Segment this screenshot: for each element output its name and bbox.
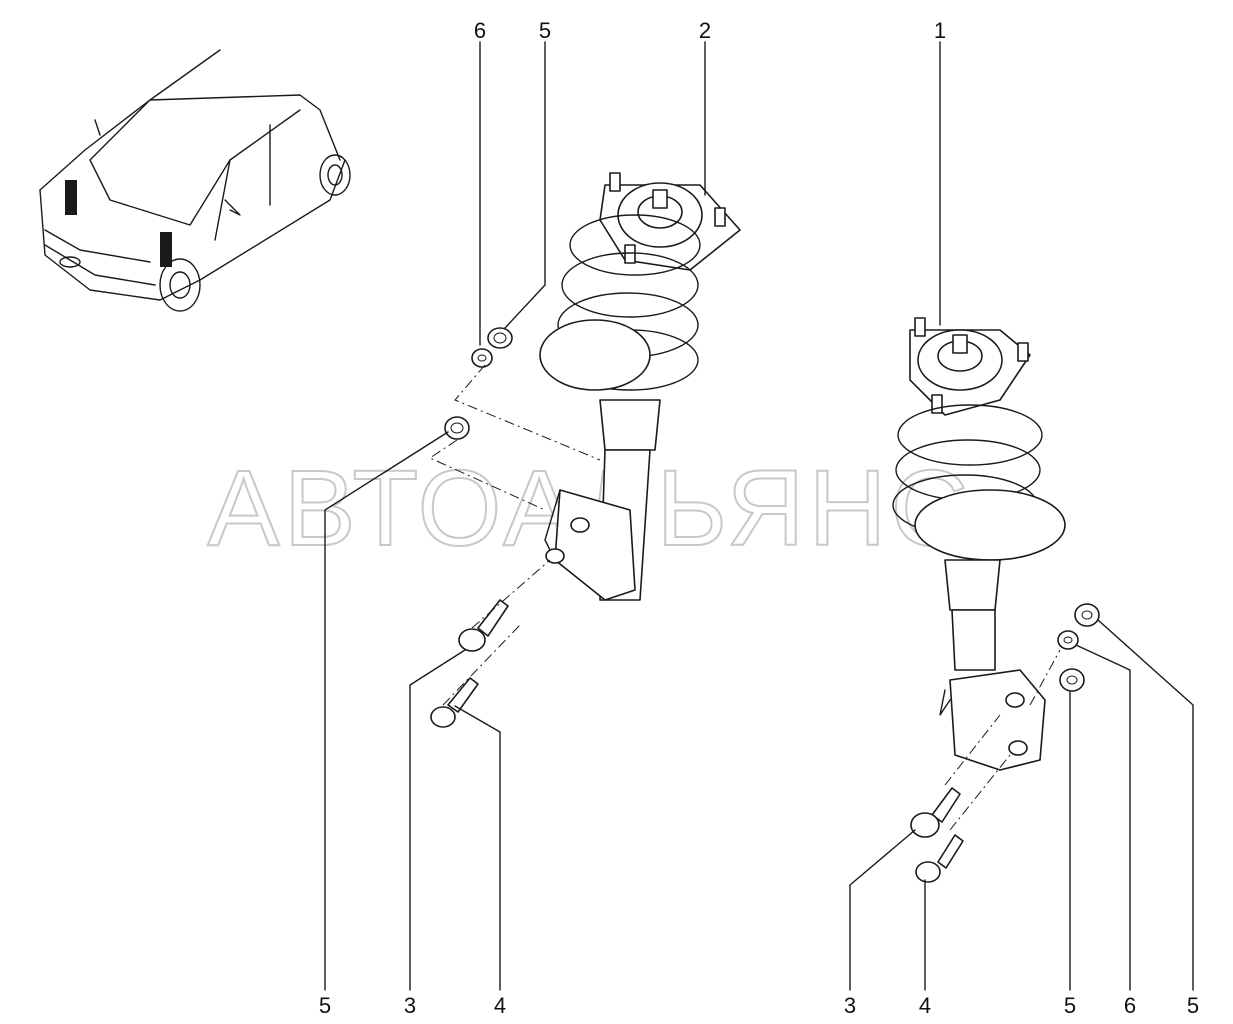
callout-4-left: 4 [494, 993, 506, 1018]
callout-2: 2 [699, 18, 711, 43]
front-strut-left-marker-icon [65, 180, 77, 215]
callout-5-right-a: 5 [1064, 993, 1076, 1018]
callout-5-bottom-left: 5 [319, 993, 331, 1018]
callout-6-right: 6 [1124, 993, 1136, 1018]
callout-3-right: 3 [844, 993, 856, 1018]
callout-labels: 6 5 2 1 5 3 4 3 4 5 6 5 [319, 18, 1199, 1018]
fasteners-right [910, 603, 1100, 883]
front-strut-right-marker-icon [160, 232, 172, 267]
callout-1: 1 [934, 18, 946, 43]
callout-3-left: 3 [404, 993, 416, 1018]
assembly-center-lines [428, 364, 1061, 831]
fasteners-left [430, 327, 513, 728]
callout-5-right-b: 5 [1187, 993, 1199, 1018]
strut-right [892, 317, 1066, 771]
callout-4-right: 4 [919, 993, 931, 1018]
strut-left [539, 172, 741, 601]
callout-leader-lines [324, 41, 1194, 991]
callout-5-top-left: 5 [539, 18, 551, 43]
callout-6-top-left: 6 [474, 18, 486, 43]
car-location-thumbnail [39, 49, 351, 312]
